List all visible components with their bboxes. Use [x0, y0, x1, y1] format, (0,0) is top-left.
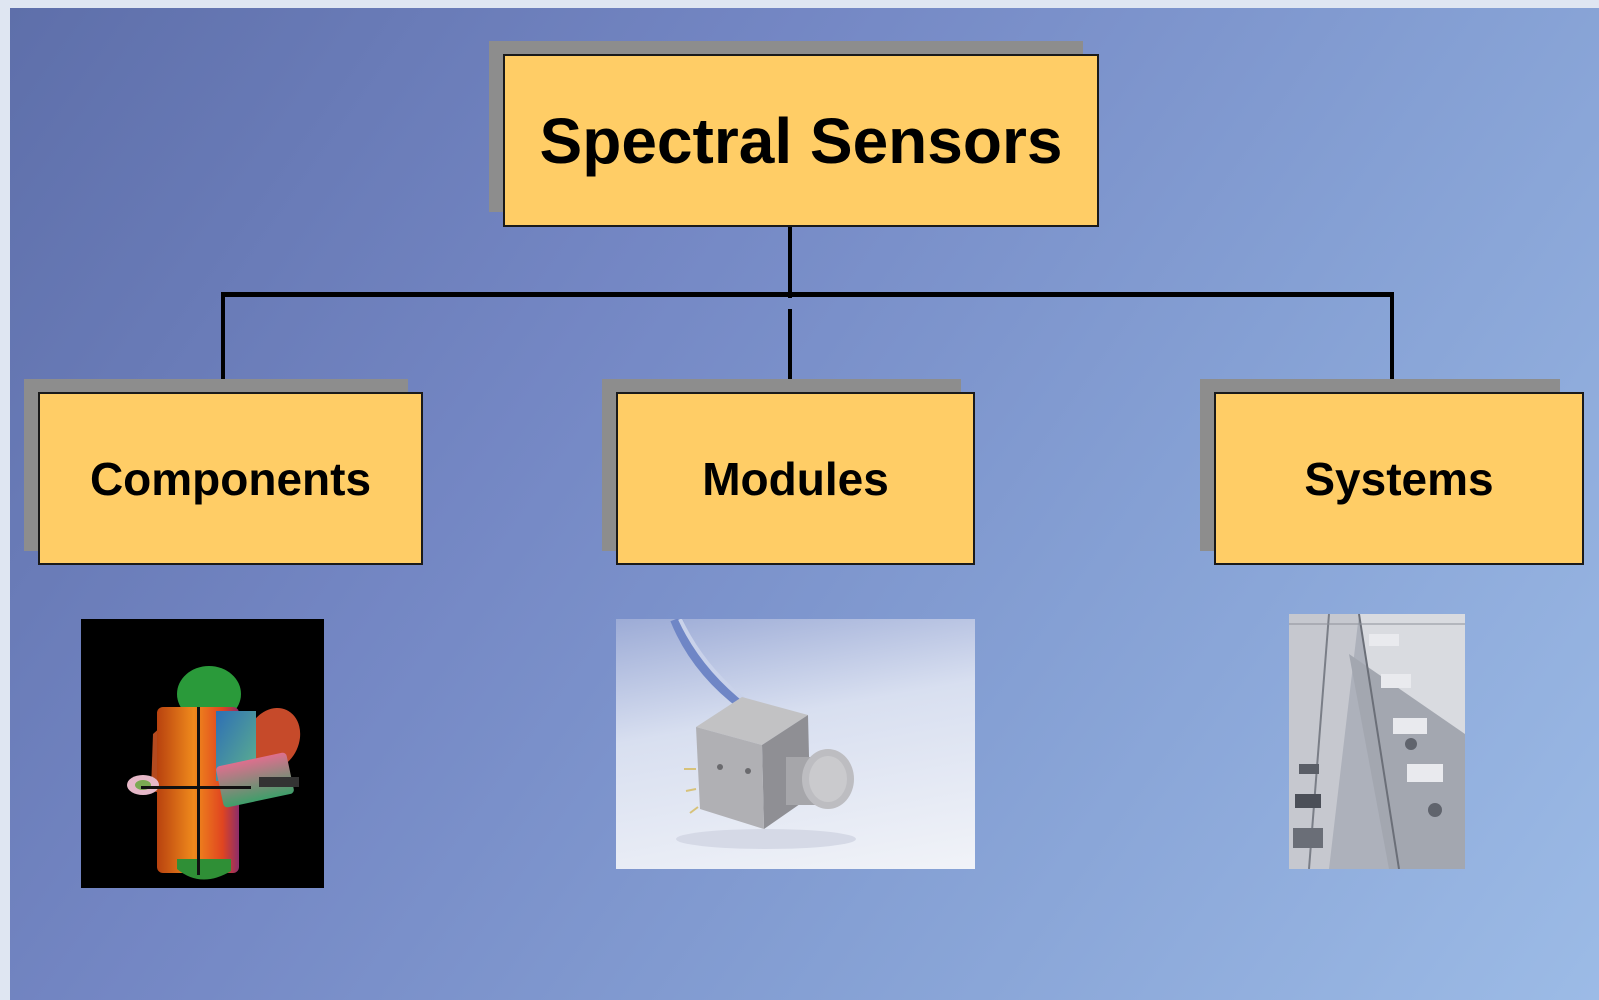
industrial-system-photo [1289, 614, 1465, 869]
modules-node: Modules [616, 392, 975, 565]
connector-root-stem [788, 226, 792, 298]
root-node-label: Spectral Sensors [539, 104, 1063, 177]
systems-node-label: Systems [1304, 452, 1494, 505]
components-node: Components [38, 392, 423, 565]
connector-horizontal-bar [221, 292, 1394, 297]
connector-right-drop [1390, 292, 1394, 380]
systems-node: Systems [1214, 392, 1584, 565]
modules-node-label: Modules [702, 452, 889, 505]
components-node-label: Components [89, 452, 372, 505]
connector-center-drop [788, 309, 792, 393]
connector-left-drop [221, 292, 225, 380]
optical-filters-photo [81, 619, 324, 888]
sensor-module-photo [616, 619, 975, 869]
root-node: Spectral Sensors [503, 54, 1099, 227]
slide-background: Spectral Sensors Components Modules Syst… [10, 8, 1599, 1000]
